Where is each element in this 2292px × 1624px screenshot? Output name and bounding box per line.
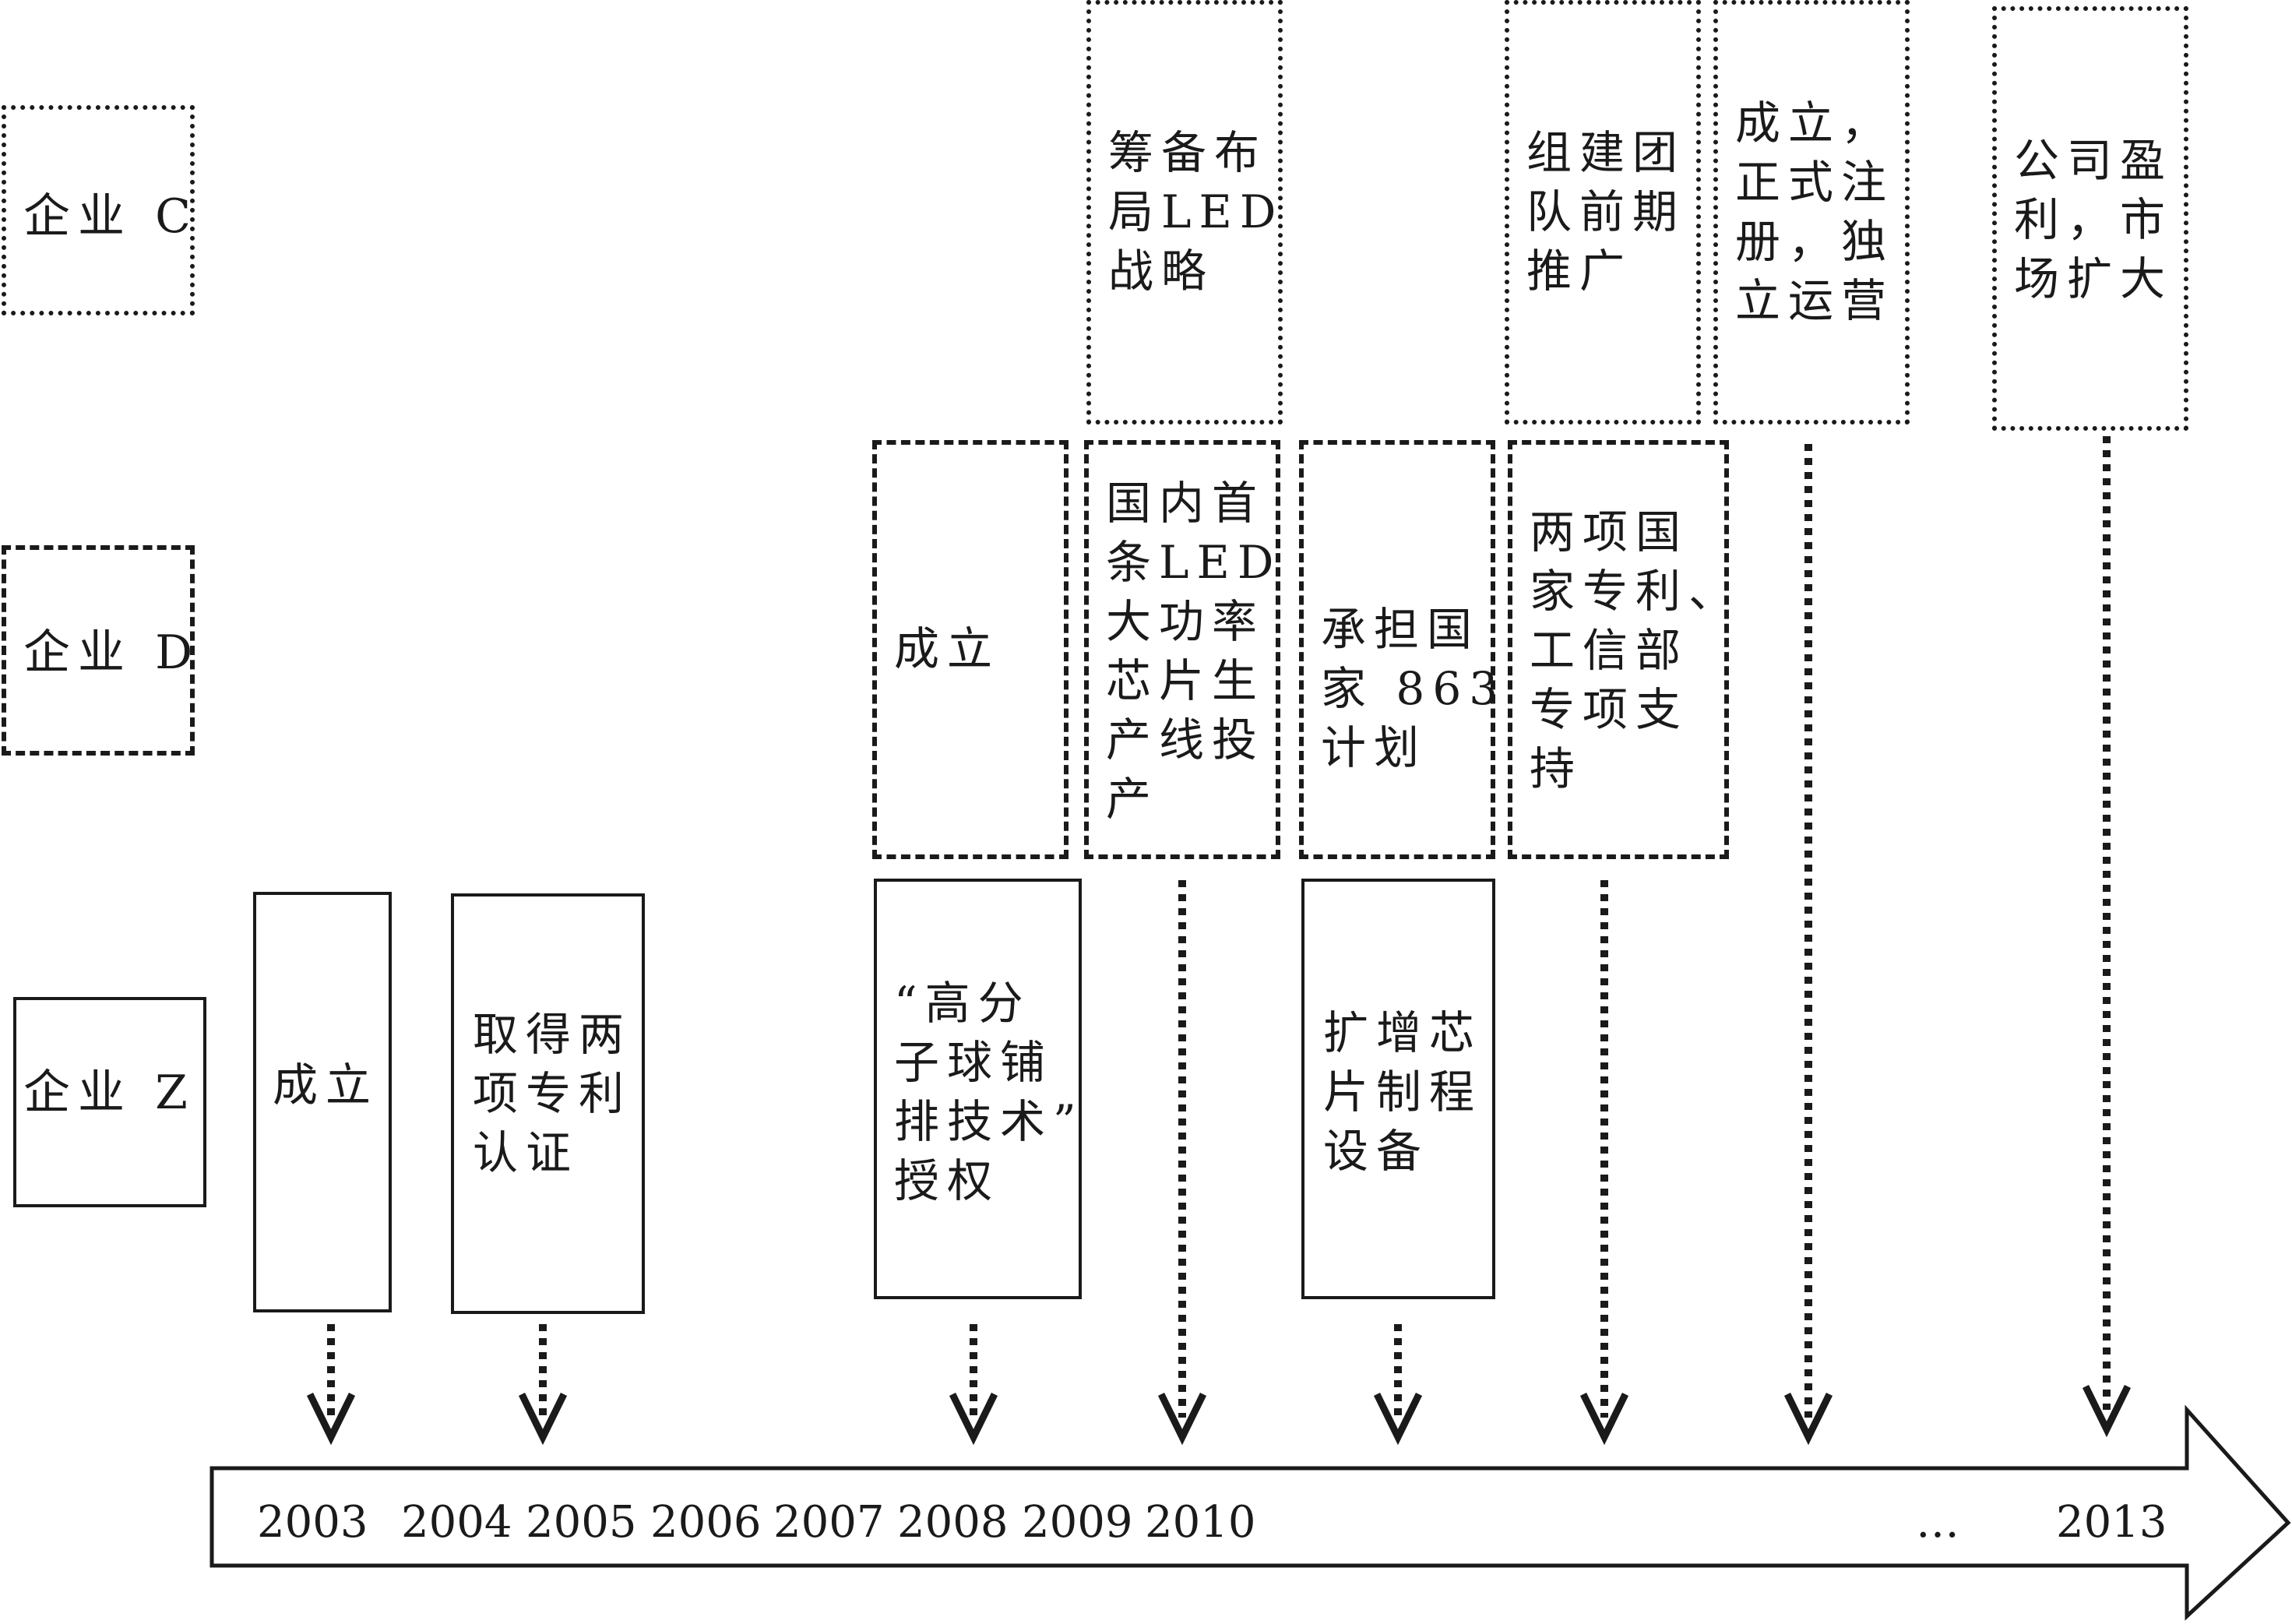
event-d4-box bbox=[1508, 440, 1729, 859]
event-d2-box bbox=[1084, 440, 1280, 859]
timeline-arrow bbox=[209, 1404, 2291, 1621]
event-z3-box bbox=[874, 879, 1082, 1299]
event-d3-text: 承担国 家 863 计划 bbox=[1321, 603, 1506, 774]
row-c-box bbox=[2, 105, 195, 315]
event-d1-text: 成立 bbox=[894, 622, 1001, 675]
connector-arrow-2003 bbox=[306, 1324, 356, 1446]
year-label-2013: 2013 bbox=[2056, 1497, 2167, 1548]
connector-arrow-d3 bbox=[1373, 1324, 1423, 1446]
year-label-2006: 2006 bbox=[650, 1497, 762, 1548]
connector-arrow-d4 bbox=[1579, 880, 1629, 1446]
event-z2-box bbox=[451, 893, 645, 1314]
connector-arrow-c3 bbox=[1783, 444, 1833, 1446]
event-d3-box bbox=[1299, 440, 1495, 859]
connector-arrow-2013 bbox=[2082, 436, 2132, 1438]
row-z-box bbox=[13, 997, 206, 1207]
year-label-2007: 2007 bbox=[773, 1497, 885, 1548]
event-c2-box bbox=[1505, 0, 1701, 424]
event-z3-text: “高分 子球铺 排技术” 授权 bbox=[894, 977, 1084, 1207]
year-label-2010: 2010 bbox=[1145, 1497, 1256, 1548]
event-c3-box bbox=[1713, 0, 1910, 424]
year-label-2004: 2004 bbox=[401, 1497, 512, 1548]
event-z1-box bbox=[253, 892, 392, 1312]
connector-arrow-2010 bbox=[1157, 880, 1207, 1446]
row-z-label: 企业 Z bbox=[23, 1066, 195, 1120]
row-d-label: 企业 D bbox=[23, 625, 201, 680]
row-d-box bbox=[2, 545, 195, 756]
event-z4-text: 扩增芯 片制程 设备 bbox=[1323, 1006, 1483, 1178]
event-d1-box bbox=[872, 440, 1069, 859]
year-label-2005: 2005 bbox=[526, 1497, 637, 1548]
event-z4-box bbox=[1301, 879, 1495, 1299]
event-c1-text: 筹备布 局LED 战略 bbox=[1108, 126, 1284, 298]
event-c4-text: 公司盈 利，市 场扩大 bbox=[2014, 134, 2174, 305]
event-c1-box bbox=[1086, 0, 1283, 424]
event-z1-text: 成立 bbox=[273, 1059, 379, 1111]
year-label-2008: 2008 bbox=[897, 1497, 1009, 1548]
event-d4-text: 两项国 家专利、 工信部 专项支 持 bbox=[1530, 506, 1742, 795]
connector-arrow-2008 bbox=[949, 1324, 998, 1446]
year-label-2009: 2009 bbox=[1022, 1497, 1133, 1548]
connector-arrow-2005 bbox=[518, 1324, 568, 1446]
row-c-label: 企业 C bbox=[23, 189, 199, 244]
year-label-2003: 2003 bbox=[257, 1497, 368, 1548]
event-z2-text: 取得两 项专利 认证 bbox=[473, 1008, 632, 1179]
event-c2-text: 组建团 队前期 推广 bbox=[1526, 126, 1686, 298]
event-c3-text: 成立， 正式注 册，独 立运营 bbox=[1735, 97, 1895, 327]
event-c4-box bbox=[1992, 6, 2188, 431]
event-d2-text: 国内首 条LED 大功率 芯片生 产线投 产 bbox=[1106, 477, 1282, 826]
year-label-ellipsis: … bbox=[1916, 1497, 1959, 1548]
